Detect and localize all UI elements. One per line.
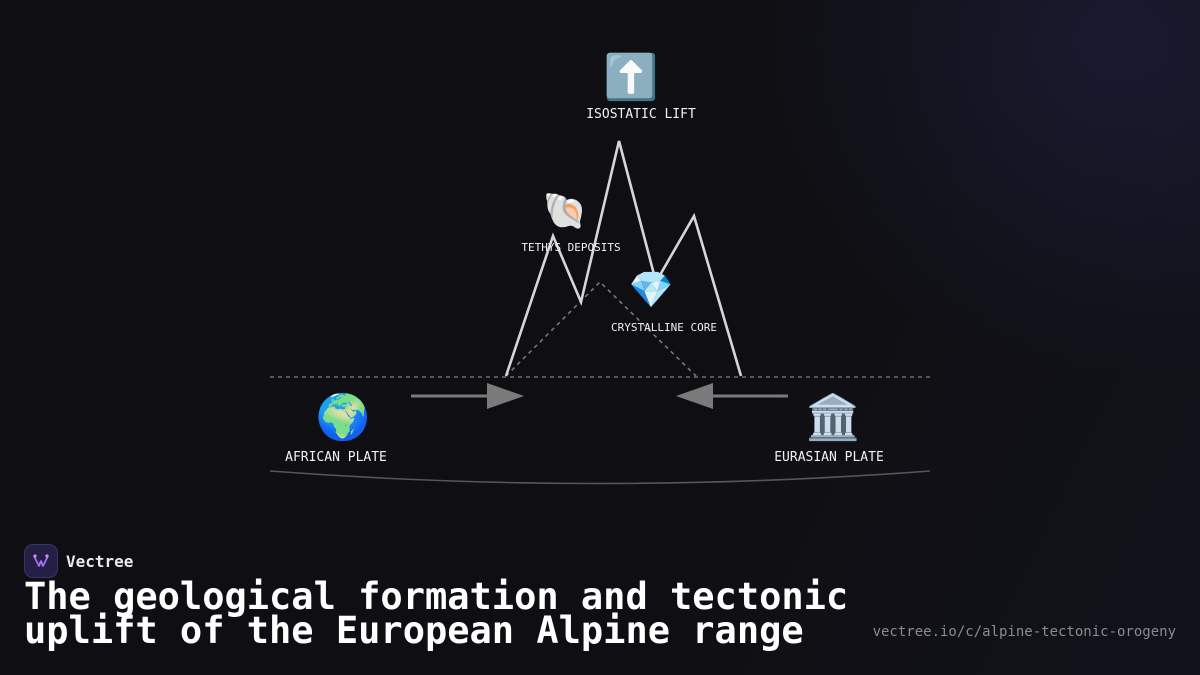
brand-name: Vectree [66, 551, 134, 571]
african-push-arrow [411, 383, 524, 409]
brand: Vectree [24, 544, 133, 578]
globe-africa-icon: 🌍 [315, 392, 371, 443]
african-plate-label: AFRICAN PLATE [285, 450, 387, 465]
crystalline-core-label: CRYSTALLINE CORE [611, 321, 717, 334]
crust-base-curve [269, 470, 931, 485]
shell-icon: 🐚 [542, 191, 588, 232]
classical-building-icon: 🏛️ [805, 392, 861, 443]
isostatic-lift-icon: ⬆️ [603, 52, 659, 103]
eurasian-push-arrow [676, 383, 788, 409]
isostatic-lift-label: ISOSTATIC LIFT [586, 107, 696, 122]
eurasian-plate-label: EURASIAN PLATE [774, 450, 884, 465]
tethys-deposits-label: TETHYS DEPOSITS [521, 241, 621, 254]
source-url: vectree.io/c/alpine-tectonic-orogeny [872, 624, 1176, 640]
mountain-outline [504, 140, 743, 377]
gem-icon: 💎 [628, 270, 674, 311]
vectree-logo-icon [24, 544, 58, 578]
page-title: The geological formation and tectonic up… [24, 575, 849, 652]
